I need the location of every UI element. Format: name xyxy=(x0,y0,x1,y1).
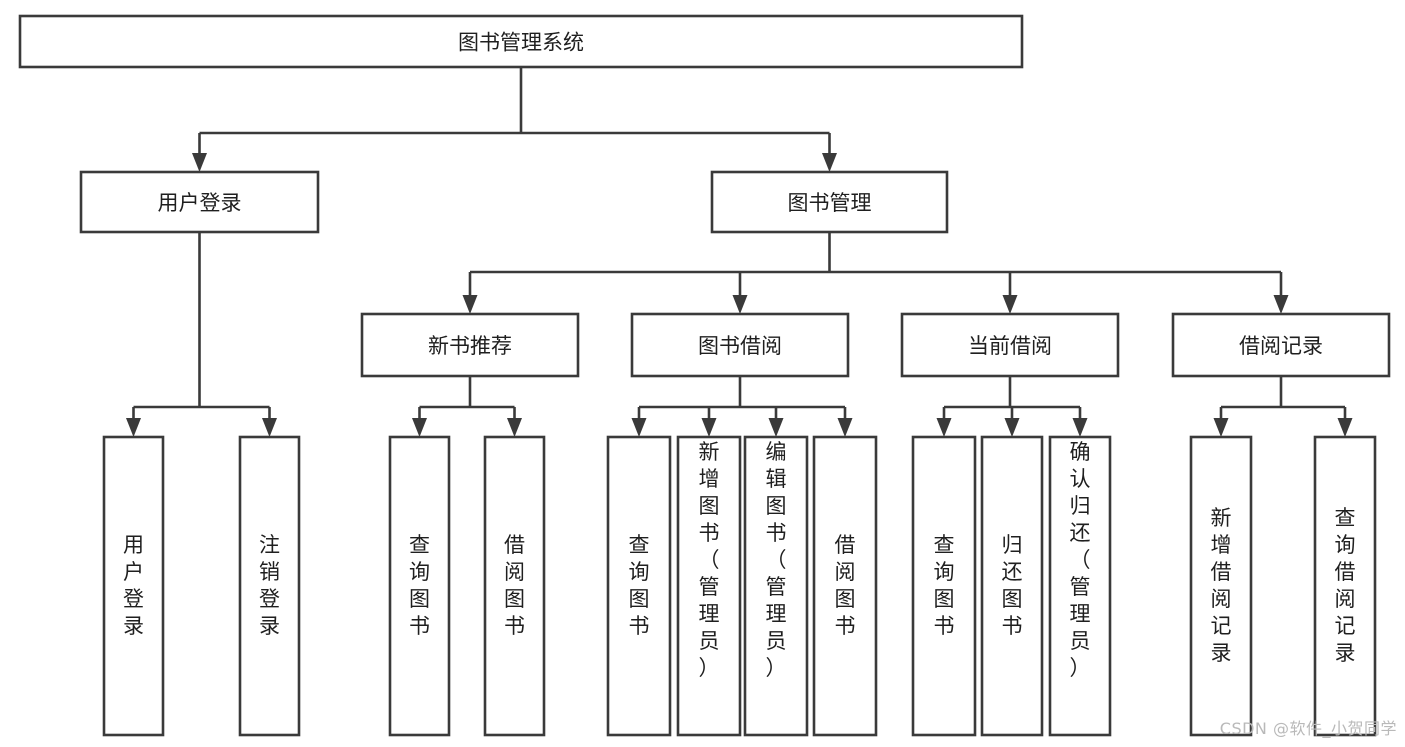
node-new-book-recommend[interactable]: 新书推荐 xyxy=(360,312,580,378)
node-leaf-confirm-return-admin[interactable]: 确认归还（管理员） xyxy=(1048,435,1112,737)
node-book-manage[interactable]: 图书管理 xyxy=(710,170,949,234)
node-box[interactable] xyxy=(630,312,850,378)
node-box[interactable] xyxy=(79,170,320,234)
arrow-head-icon xyxy=(837,418,853,437)
node-box[interactable] xyxy=(676,435,742,737)
node-leaf-borrow-book-1[interactable]: 借阅图书 xyxy=(483,435,546,737)
arrow-head-icon xyxy=(412,418,427,437)
node-label: 借阅图书 xyxy=(504,533,525,638)
node-label: 图书借阅 xyxy=(698,334,782,358)
arrow-head-icon xyxy=(936,418,952,437)
node-box[interactable] xyxy=(812,435,878,737)
node-label: 新增借阅记录 xyxy=(1211,506,1232,665)
node-box[interactable] xyxy=(606,435,672,737)
node-label: 用户登录 xyxy=(158,191,242,215)
node-label: 借阅记录 xyxy=(1239,334,1323,358)
node-borrow-record[interactable]: 借阅记录 xyxy=(1171,312,1391,378)
node-label: 编辑图书（管理员） xyxy=(766,440,787,680)
node-leaf-return-book[interactable]: 归还图书 xyxy=(980,435,1044,737)
node-leaf-user-login[interactable]: 用户登录 xyxy=(102,435,165,737)
arrow-head-icon xyxy=(262,418,277,437)
arrow-head-icon xyxy=(768,418,784,437)
node-box[interactable] xyxy=(360,312,580,378)
node-label: 用户登录 xyxy=(123,533,144,638)
node-current-borrow[interactable]: 当前借阅 xyxy=(900,312,1120,378)
node-label: 新书推荐 xyxy=(428,334,512,358)
node-box[interactable] xyxy=(483,435,546,737)
node-label: 查询图书 xyxy=(409,533,430,638)
node-leaf-logout-login[interactable]: 注销登录 xyxy=(238,435,301,737)
arrow-head-icon xyxy=(507,418,522,437)
node-label: 注销登录 xyxy=(259,533,280,638)
arrow-head-icon xyxy=(1213,418,1229,437)
node-label: 当前借阅 xyxy=(968,334,1052,358)
node-leaf-add-borrow-record[interactable]: 新增借阅记录 xyxy=(1189,435,1253,737)
node-leaf-query-book-1[interactable]: 查询图书 xyxy=(388,435,451,737)
arrow-head-icon xyxy=(1337,418,1353,437)
node-box[interactable] xyxy=(911,435,977,737)
node-user-login[interactable]: 用户登录 xyxy=(79,170,320,234)
connectors-layer xyxy=(126,67,1353,437)
arrow-head-icon xyxy=(822,153,837,172)
node-root[interactable]: 图书管理系统 xyxy=(18,14,1024,69)
node-leaf-query-borrow-record[interactable]: 查询借阅记录 xyxy=(1313,435,1377,737)
node-label: 新增图书（管理员） xyxy=(699,440,720,680)
arrow-head-icon xyxy=(1004,418,1020,437)
arrow-head-icon xyxy=(631,418,647,437)
node-box[interactable] xyxy=(710,170,949,234)
node-label: 查询图书 xyxy=(629,533,650,638)
node-leaf-borrow-book-2[interactable]: 借阅图书 xyxy=(812,435,878,737)
node-book-borrow[interactable]: 图书借阅 xyxy=(630,312,850,378)
node-box[interactable] xyxy=(743,435,809,737)
node-label: 图书管理系统 xyxy=(458,31,584,55)
node-box[interactable] xyxy=(1313,435,1377,737)
node-box[interactable] xyxy=(900,312,1120,378)
node-leaf-edit-book-admin[interactable]: 编辑图书（管理员） xyxy=(743,435,809,737)
node-box[interactable] xyxy=(1189,435,1253,737)
arrow-head-icon xyxy=(192,153,207,172)
arrow-head-icon xyxy=(1002,295,1018,314)
arrow-head-icon xyxy=(1273,295,1289,314)
node-box[interactable] xyxy=(238,435,301,737)
node-leaf-add-book-admin[interactable]: 新增图书（管理员） xyxy=(676,435,742,737)
node-box[interactable] xyxy=(388,435,451,737)
node-leaf-query-book-3[interactable]: 查询图书 xyxy=(911,435,977,737)
csdn-watermark: CSDN @软件_小贺同学 xyxy=(1219,719,1397,738)
node-label: 查询借阅记录 xyxy=(1335,506,1356,665)
node-leaf-query-book-2[interactable]: 查询图书 xyxy=(606,435,672,737)
node-box[interactable] xyxy=(1048,435,1112,737)
arrow-head-icon xyxy=(1072,418,1088,437)
arrow-head-icon xyxy=(732,295,748,314)
node-label: 确认归还（管理员） xyxy=(1070,440,1091,680)
node-label: 查询图书 xyxy=(934,533,955,638)
node-label: 图书管理 xyxy=(788,191,872,215)
node-box[interactable] xyxy=(1171,312,1391,378)
nodes-layer: 图书管理系统用户登录图书管理新书推荐图书借阅当前借阅借阅记录用户登录注销登录查询… xyxy=(18,14,1391,737)
arrow-head-icon xyxy=(126,418,141,437)
node-label: 借阅图书 xyxy=(835,533,856,638)
arrow-head-icon xyxy=(701,418,717,437)
node-box[interactable] xyxy=(980,435,1044,737)
node-box[interactable] xyxy=(102,435,165,737)
node-box[interactable] xyxy=(18,14,1024,69)
arrow-head-icon xyxy=(462,295,478,314)
node-label: 归还图书 xyxy=(1002,533,1023,638)
